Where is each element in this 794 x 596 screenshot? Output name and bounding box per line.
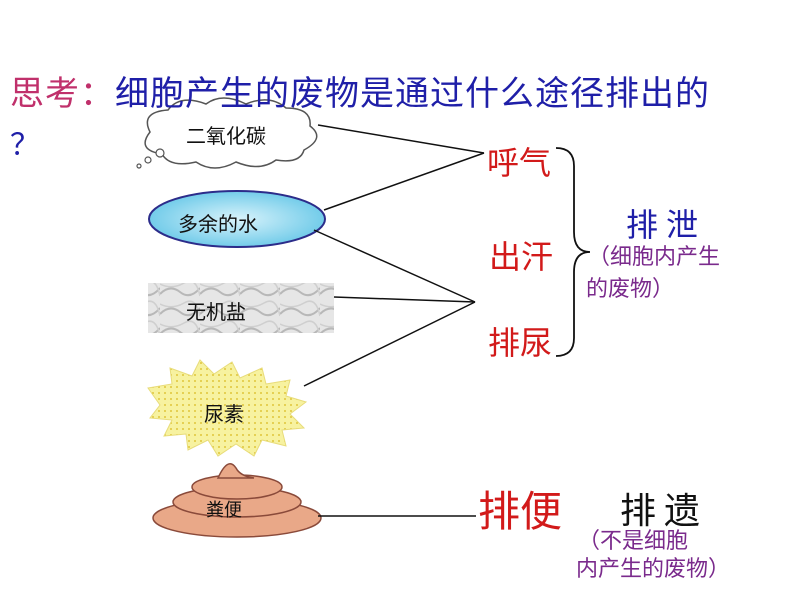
egestion-title: 排遗: [620, 482, 708, 534]
question-prefix: 思考：: [10, 74, 115, 114]
question-body: 细胞产生的废物是通过什么途径排出的: [115, 74, 710, 114]
route-breath: 呼气: [487, 138, 551, 184]
co2-label: 二氧化碳: [186, 120, 266, 149]
egestion-note-line1: （不是细胞: [578, 528, 688, 556]
excretion-title: 排泄: [626, 200, 706, 246]
route-urine: 排尿: [488, 318, 552, 364]
feces-label: 粪便: [206, 496, 242, 522]
excretion-note-line1: （细胞内产生: [588, 244, 720, 272]
egestion-note-line2: 内产生的废物）: [576, 556, 730, 584]
salt-label: 无机盐: [186, 296, 246, 325]
water-label: 多余的水: [178, 208, 258, 237]
question-mark: ？: [10, 120, 40, 164]
excretion-note-line2: 的废物）: [586, 276, 674, 304]
right-curly-brace: [556, 148, 590, 356]
question-line: 思考：细胞产生的废物是通过什么途径排出的: [10, 66, 710, 115]
urea-label: 尿素: [204, 398, 244, 427]
route-defecate: 排便: [478, 478, 562, 539]
route-sweat: 出汗: [489, 232, 553, 278]
